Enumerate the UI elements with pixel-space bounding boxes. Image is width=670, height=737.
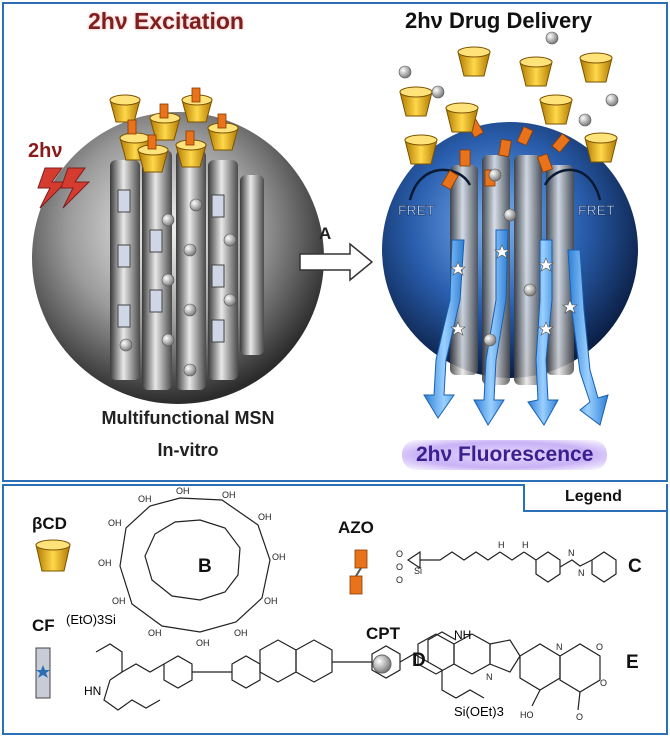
- svg-text:OH: OH: [272, 552, 286, 562]
- structure-b-cyclodextrin: OH OH OH OH OH OH OH OH OH OH OH OH: [98, 486, 286, 648]
- invitro-label: In-vitro: [157, 440, 219, 460]
- released-cyclodextrin: [399, 46, 618, 165]
- title-drug-delivery: 2hν Drug Delivery: [405, 8, 593, 33]
- chem-label-eto3si: (EtO)3Si: [66, 612, 116, 627]
- legend-tab: [523, 484, 666, 512]
- legend-bcd-label: βCD: [32, 514, 67, 533]
- svg-text:N: N: [556, 642, 563, 652]
- cpt-molecules: [119, 198, 237, 377]
- svg-text:Si: Si: [414, 566, 422, 576]
- fret-arrows: [408, 168, 602, 201]
- svg-text:OH: OH: [196, 638, 210, 648]
- legend-azo-label: AZO: [338, 518, 374, 537]
- svg-text:OH: OH: [112, 596, 126, 606]
- fluorescence-label: 2hν Fluorescence: [402, 440, 608, 470]
- azo-stalks: [127, 87, 227, 150]
- msn-label: Multifunctional MSN: [101, 408, 275, 428]
- msn-particle-left: [32, 87, 324, 404]
- lightning-icon: [37, 167, 91, 209]
- arrow-a-label: A: [319, 224, 332, 243]
- legend-cpt-icon: [372, 654, 392, 674]
- svg-text:OH: OH: [176, 486, 190, 496]
- svg-text:N: N: [578, 568, 585, 578]
- svg-text:OH: OH: [222, 490, 236, 500]
- legend-cf-label: CF: [32, 616, 55, 635]
- svg-text:OH: OH: [148, 628, 162, 638]
- svg-text:OH: OH: [264, 596, 278, 606]
- structure-b-letter: B: [198, 556, 212, 577]
- structure-e-cpt: N N O O HO O: [417, 633, 607, 722]
- structure-d-cf: [95, 631, 485, 711]
- svg-text:N: N: [568, 548, 575, 558]
- cyclodextrin-caps: [109, 94, 239, 173]
- right-arrow-icon: [299, 242, 374, 282]
- svg-text:O: O: [576, 712, 583, 722]
- chem-label-hn: HN: [84, 684, 102, 698]
- svg-text:O: O: [396, 575, 403, 585]
- fret-label-right: FRET: [578, 202, 615, 218]
- svg-text:O: O: [396, 549, 403, 559]
- structure-e-letter: E: [626, 652, 639, 673]
- svg-text:O: O: [600, 678, 607, 688]
- released-cpt: [398, 31, 619, 347]
- top-panel: [2, 2, 668, 482]
- chem-label-nh: NH: [454, 628, 472, 642]
- legend-cf-icon: [35, 647, 51, 699]
- two-photon-label: 2hν: [28, 140, 63, 162]
- svg-text:O: O: [396, 562, 403, 572]
- chem-label-si-oet3: Si(OEt)3: [454, 704, 504, 719]
- svg-text:OH: OH: [98, 558, 112, 568]
- legend-title: Legend: [565, 488, 622, 505]
- legend-cpt-label: CPT: [366, 624, 400, 643]
- svg-text:N: N: [486, 672, 493, 682]
- svg-text:O: O: [596, 642, 603, 652]
- svg-text:OH: OH: [258, 512, 272, 522]
- msn-particle-right: FRET FRET: [382, 31, 638, 426]
- svg-text:H: H: [522, 540, 529, 550]
- cf-markers: [117, 189, 225, 343]
- svg-text:OH: OH: [234, 628, 248, 638]
- svg-text:HO: HO: [520, 710, 534, 720]
- legend-azo-icon: [349, 549, 368, 595]
- structure-d-letter: D: [412, 650, 426, 671]
- structure-c-letter: C: [628, 556, 642, 577]
- title-excitation: 2hν Excitation: [88, 8, 244, 34]
- legend-bcd-icon: [35, 539, 71, 572]
- svg-text:OH: OH: [108, 518, 122, 528]
- star-icon: [450, 244, 578, 336]
- legend-panel: [2, 484, 668, 735]
- svg-text:OH: OH: [138, 494, 152, 504]
- svg-text:H: H: [498, 540, 505, 550]
- fret-label-left: FRET: [398, 202, 435, 218]
